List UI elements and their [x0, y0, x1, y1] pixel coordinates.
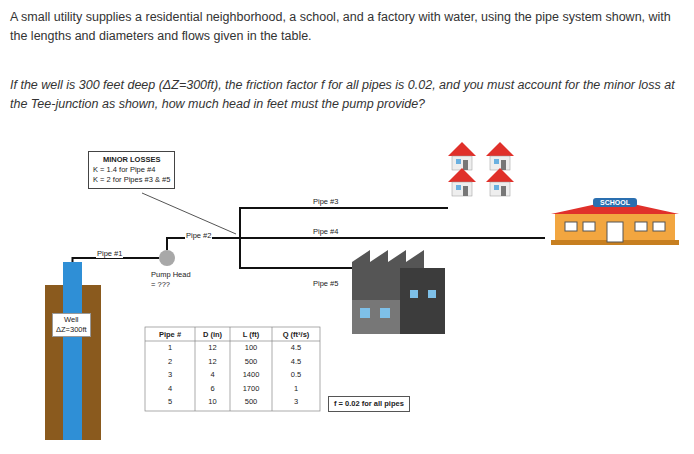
table-cell: 10 [195, 397, 230, 406]
table-cell: 4 [145, 384, 195, 393]
pipe-3 [240, 208, 448, 238]
table-cell: 2 [145, 357, 195, 366]
well-label-box: WellΔZ=300ft [52, 313, 91, 337]
note-line: K = 2 for Pipes #3 & #5 [93, 175, 170, 185]
pipe [167, 238, 545, 250]
school: SCHOOL [545, 194, 685, 246]
table-cell: 500 [230, 397, 272, 406]
table-cell: Q (ft³/s) [272, 330, 320, 339]
table-cell: 1400 [230, 370, 272, 379]
table-cell: 0.5 [272, 370, 320, 379]
note-box: MINOR LOSSESK = 1.4 for Pipe #4K = 2 for… [88, 151, 175, 189]
table-cell: 3 [145, 370, 195, 379]
pipe-label: Pipe #2 [185, 231, 212, 240]
houses [448, 142, 514, 196]
school-sign: SCHOOL [593, 198, 637, 207]
note-heading: MINOR LOSSES [93, 155, 170, 165]
table-cell: 4.5 [272, 343, 320, 352]
pipe-5 [240, 238, 352, 268]
pump-circle: Pump Head = ??? [159, 250, 175, 266]
table-cell: 500 [230, 357, 272, 366]
note-line: K = 1.4 for Pipe #4 [93, 165, 170, 175]
table-cell: 1700 [230, 384, 272, 393]
table-cell: 12 [195, 357, 230, 366]
table-cell: L (ft) [230, 330, 272, 339]
table-cell: 1 [145, 343, 195, 352]
note-box: f = 0.02 for all pipes [328, 396, 410, 412]
factory [352, 250, 445, 334]
pipe-label: Pipe #3 [312, 197, 339, 206]
table-cell: 1 [272, 384, 320, 393]
pipe-label: Pipe #1 [96, 249, 123, 258]
table-cell: 5 [145, 397, 195, 406]
well-label: ΔZ=300ft [56, 325, 87, 335]
table-cell: 6 [195, 384, 230, 393]
well-label: Well [56, 315, 87, 325]
table-cell: 4 [195, 370, 230, 379]
table-cell: 4.5 [272, 357, 320, 366]
table-grid [145, 327, 320, 411]
problem-text: If the well is 300 feet deep (ΔZ=300ft),… [10, 76, 686, 114]
well-shaft [63, 262, 82, 440]
table-cell: D (in) [195, 330, 230, 339]
table-cell: Pipe # [145, 330, 195, 339]
table-cell: 100 [230, 343, 272, 352]
pipe-label: Pipe #5 [312, 279, 339, 288]
table-cell: 12 [195, 343, 230, 352]
pipe-label: Pipe #4 [312, 227, 339, 236]
problem-text: A small utility supplies a residential n… [10, 8, 686, 46]
leader-line [142, 193, 236, 234]
pipe [73, 258, 160, 262]
note-line: f = 0.02 for all pipes [334, 399, 404, 409]
pump-label: Pump Head = ??? [151, 270, 197, 290]
table-cell: 3 [272, 397, 320, 406]
